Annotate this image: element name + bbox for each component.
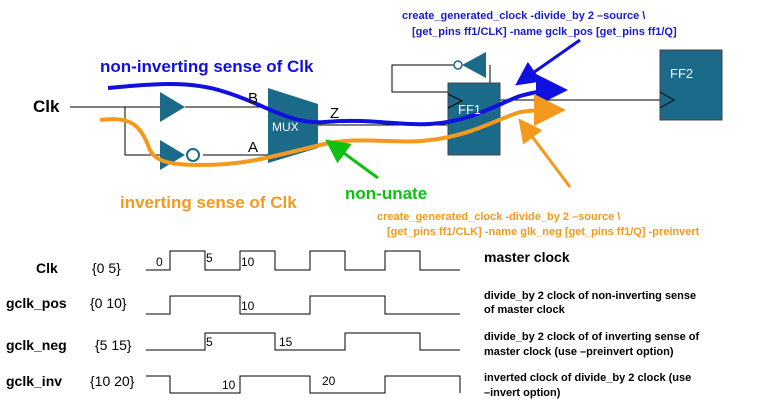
waveform-desc: inverted clock of divide_by 2 clock (use — [484, 372, 691, 384]
pin-a-label: A — [248, 139, 258, 156]
pin-z-label: Z — [330, 105, 339, 122]
waveform-gclk-neg: gclk_neg {5 15} 5 15 divide_by 2 clock o… — [6, 331, 700, 358]
pos-command-arrow — [515, 38, 581, 86]
waveform-desc: master clock (use –preinvert option) — [484, 346, 674, 358]
non-inverting-label: non-inverting sense of Clk — [100, 57, 314, 76]
ff1-label: FF1 — [458, 102, 481, 117]
waveform-desc: of master clock — [484, 304, 566, 316]
feedback-inverter — [462, 52, 486, 78]
ff2-cell — [659, 49, 723, 121]
waveform-gclk-inv: gclk_inv {10 20} 10 20 inverted clock of… — [6, 372, 691, 399]
ff2-label: FF2 — [670, 66, 693, 81]
waveform-mark: 15 — [279, 335, 293, 349]
inverting-path — [99, 94, 566, 168]
inverting-label: inverting sense of Clk — [120, 193, 297, 212]
waveform-desc: divide_by 2 clock of of inverting sense … — [484, 331, 700, 343]
waveform-mark: 10 — [241, 255, 255, 269]
buffer-gate — [160, 92, 185, 122]
pin-b-label: B — [248, 90, 258, 107]
waveform-gclk-pos: gclk_pos {0 10} 10 divide_by 2 clock of … — [6, 290, 696, 316]
waveform-name: gclk_inv — [6, 373, 62, 389]
clk-label: Clk — [33, 97, 60, 116]
waveform-edges: {0 10} — [90, 295, 127, 311]
waveform-edges: {0 5} — [92, 260, 121, 276]
pos-command-line1: create_generated_clock -divide_by 2 –sou… — [402, 10, 645, 22]
waveform-mark: 5 — [206, 251, 213, 265]
waveform-name: gclk_neg — [6, 337, 67, 353]
neg-command-line2: [get_pins ff1/CLK] -name glk_neg [get_pi… — [387, 226, 700, 238]
neg-command-arrow — [518, 118, 572, 188]
waveform-name: Clk — [36, 260, 58, 276]
waveform-mark: 0 — [156, 255, 163, 269]
waveform-desc: –invert option) — [484, 387, 561, 399]
neg-command-line1: create_generated_clock -divide_by 2 –sou… — [377, 211, 620, 223]
inverter-bubble — [186, 148, 200, 162]
waveform-mark: 20 — [322, 374, 336, 388]
waveform-desc: divide_by 2 clock of non-inverting sense — [484, 290, 696, 302]
non-unate-label: non-unate — [345, 184, 427, 203]
mux-cell — [268, 88, 318, 163]
waveform-clk: Clk {0 5} 0 5 10 master clock — [36, 249, 570, 276]
pos-command-line2: [get_pins ff1/CLK] -name gclk_pos [get_p… — [412, 26, 677, 38]
non-unate-arrow — [325, 139, 379, 180]
non-inverting-path — [107, 74, 568, 127]
waveform-mark: 5 — [206, 335, 213, 349]
waveform-mark: 10 — [222, 378, 236, 392]
waveform-edges: {5 15} — [95, 337, 132, 353]
mux-label: MUX — [272, 120, 299, 134]
waveform-desc: master clock — [484, 249, 570, 265]
waveform-edges: {10 20} — [90, 373, 135, 389]
waveform-mark: 10 — [241, 299, 255, 313]
waveform-name: gclk_pos — [6, 295, 67, 311]
